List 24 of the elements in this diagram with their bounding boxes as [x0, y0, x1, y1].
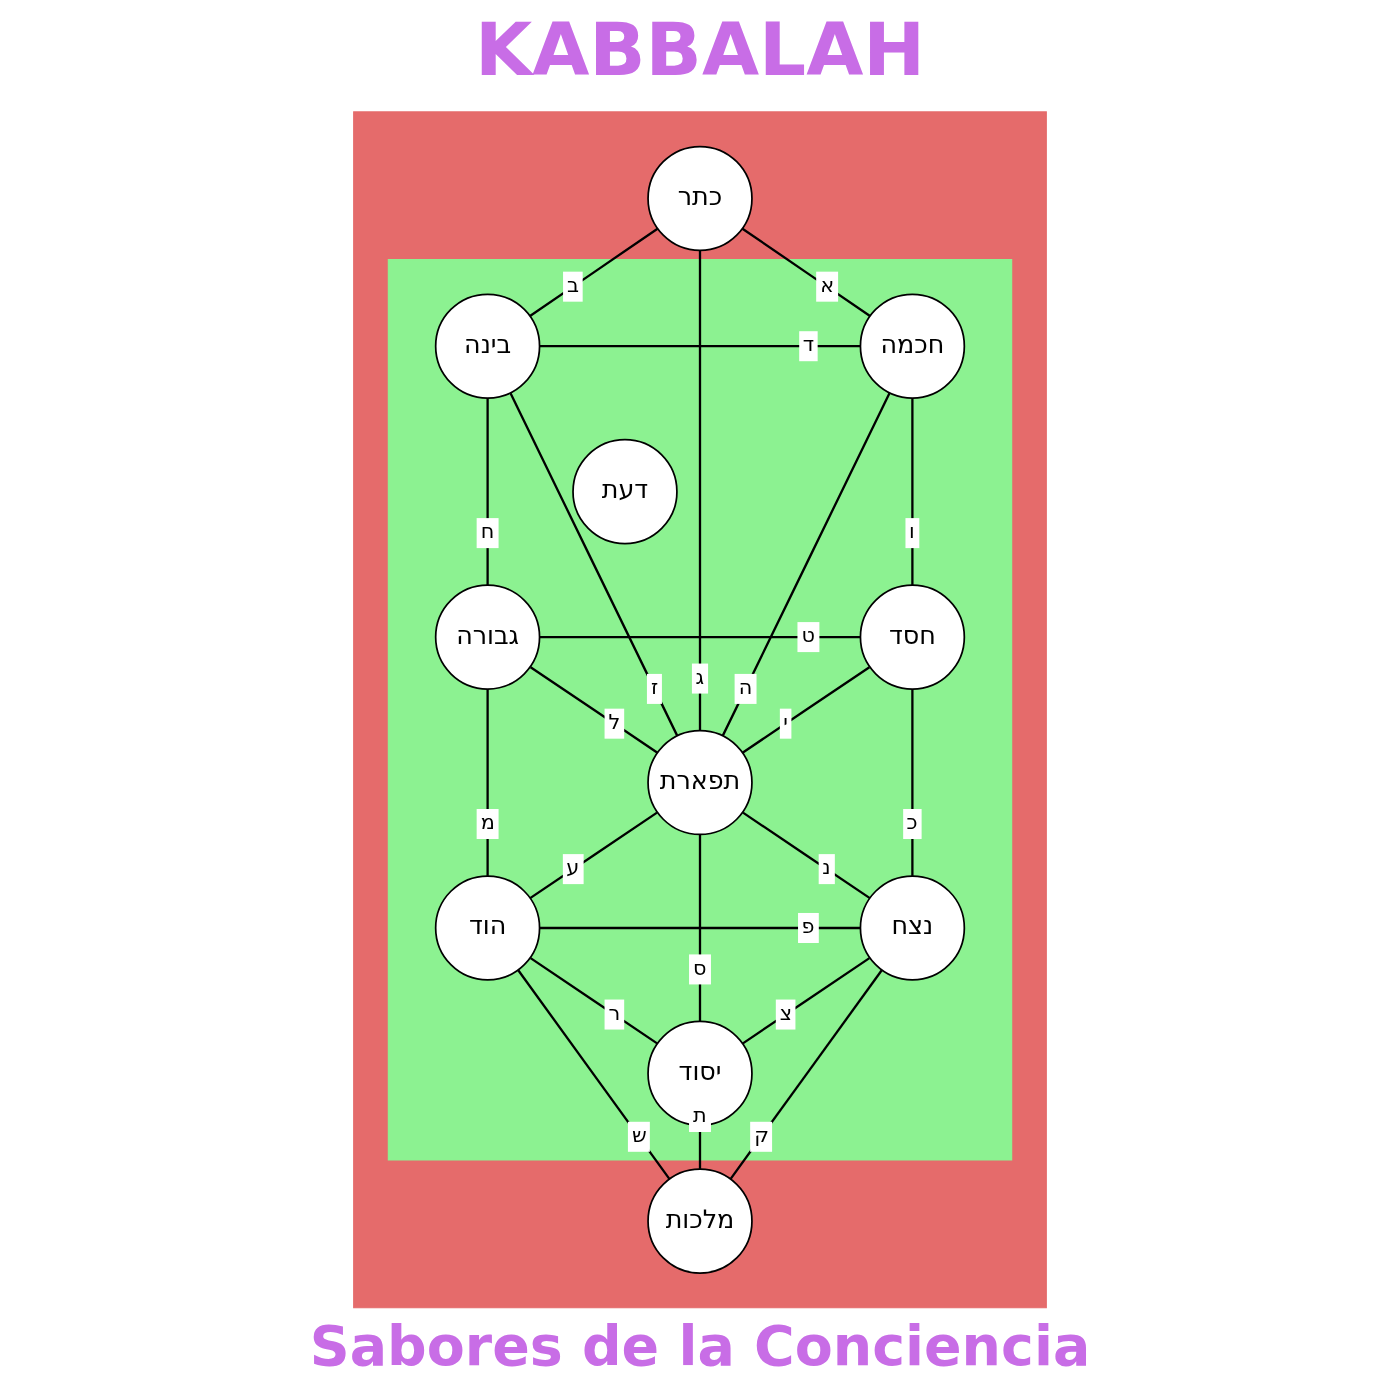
- caption: Sabores de la Conciencia: [309, 1313, 1091, 1378]
- edge-label: נ: [822, 855, 831, 880]
- edge-label: א: [820, 272, 835, 297]
- edge-label: כ: [906, 810, 918, 835]
- edge-label: ז: [650, 675, 659, 699]
- edge-label: מ: [480, 810, 495, 835]
- edge-label: ד: [802, 332, 814, 357]
- edge-label: ל: [608, 709, 621, 734]
- edge-label: ע: [566, 855, 580, 880]
- edge-label: ת: [693, 1103, 707, 1128]
- edge-label: צ: [779, 1000, 793, 1025]
- edge-label: ו: [908, 519, 915, 544]
- edge-label: ח: [480, 519, 495, 544]
- edge-label: ה: [738, 675, 753, 699]
- edge-label: ר: [608, 1000, 621, 1025]
- edge-label: י: [783, 709, 788, 734]
- edge-label: ב: [567, 272, 580, 297]
- diagram-title: KABBALAH: [474, 6, 926, 93]
- edge-label: ק: [754, 1122, 769, 1147]
- edge-label: ג: [695, 664, 704, 689]
- edge-label: ט: [801, 623, 815, 648]
- edge-label: פ: [801, 914, 815, 939]
- edge-label: ס: [693, 955, 707, 980]
- edge-label: ש: [631, 1122, 647, 1147]
